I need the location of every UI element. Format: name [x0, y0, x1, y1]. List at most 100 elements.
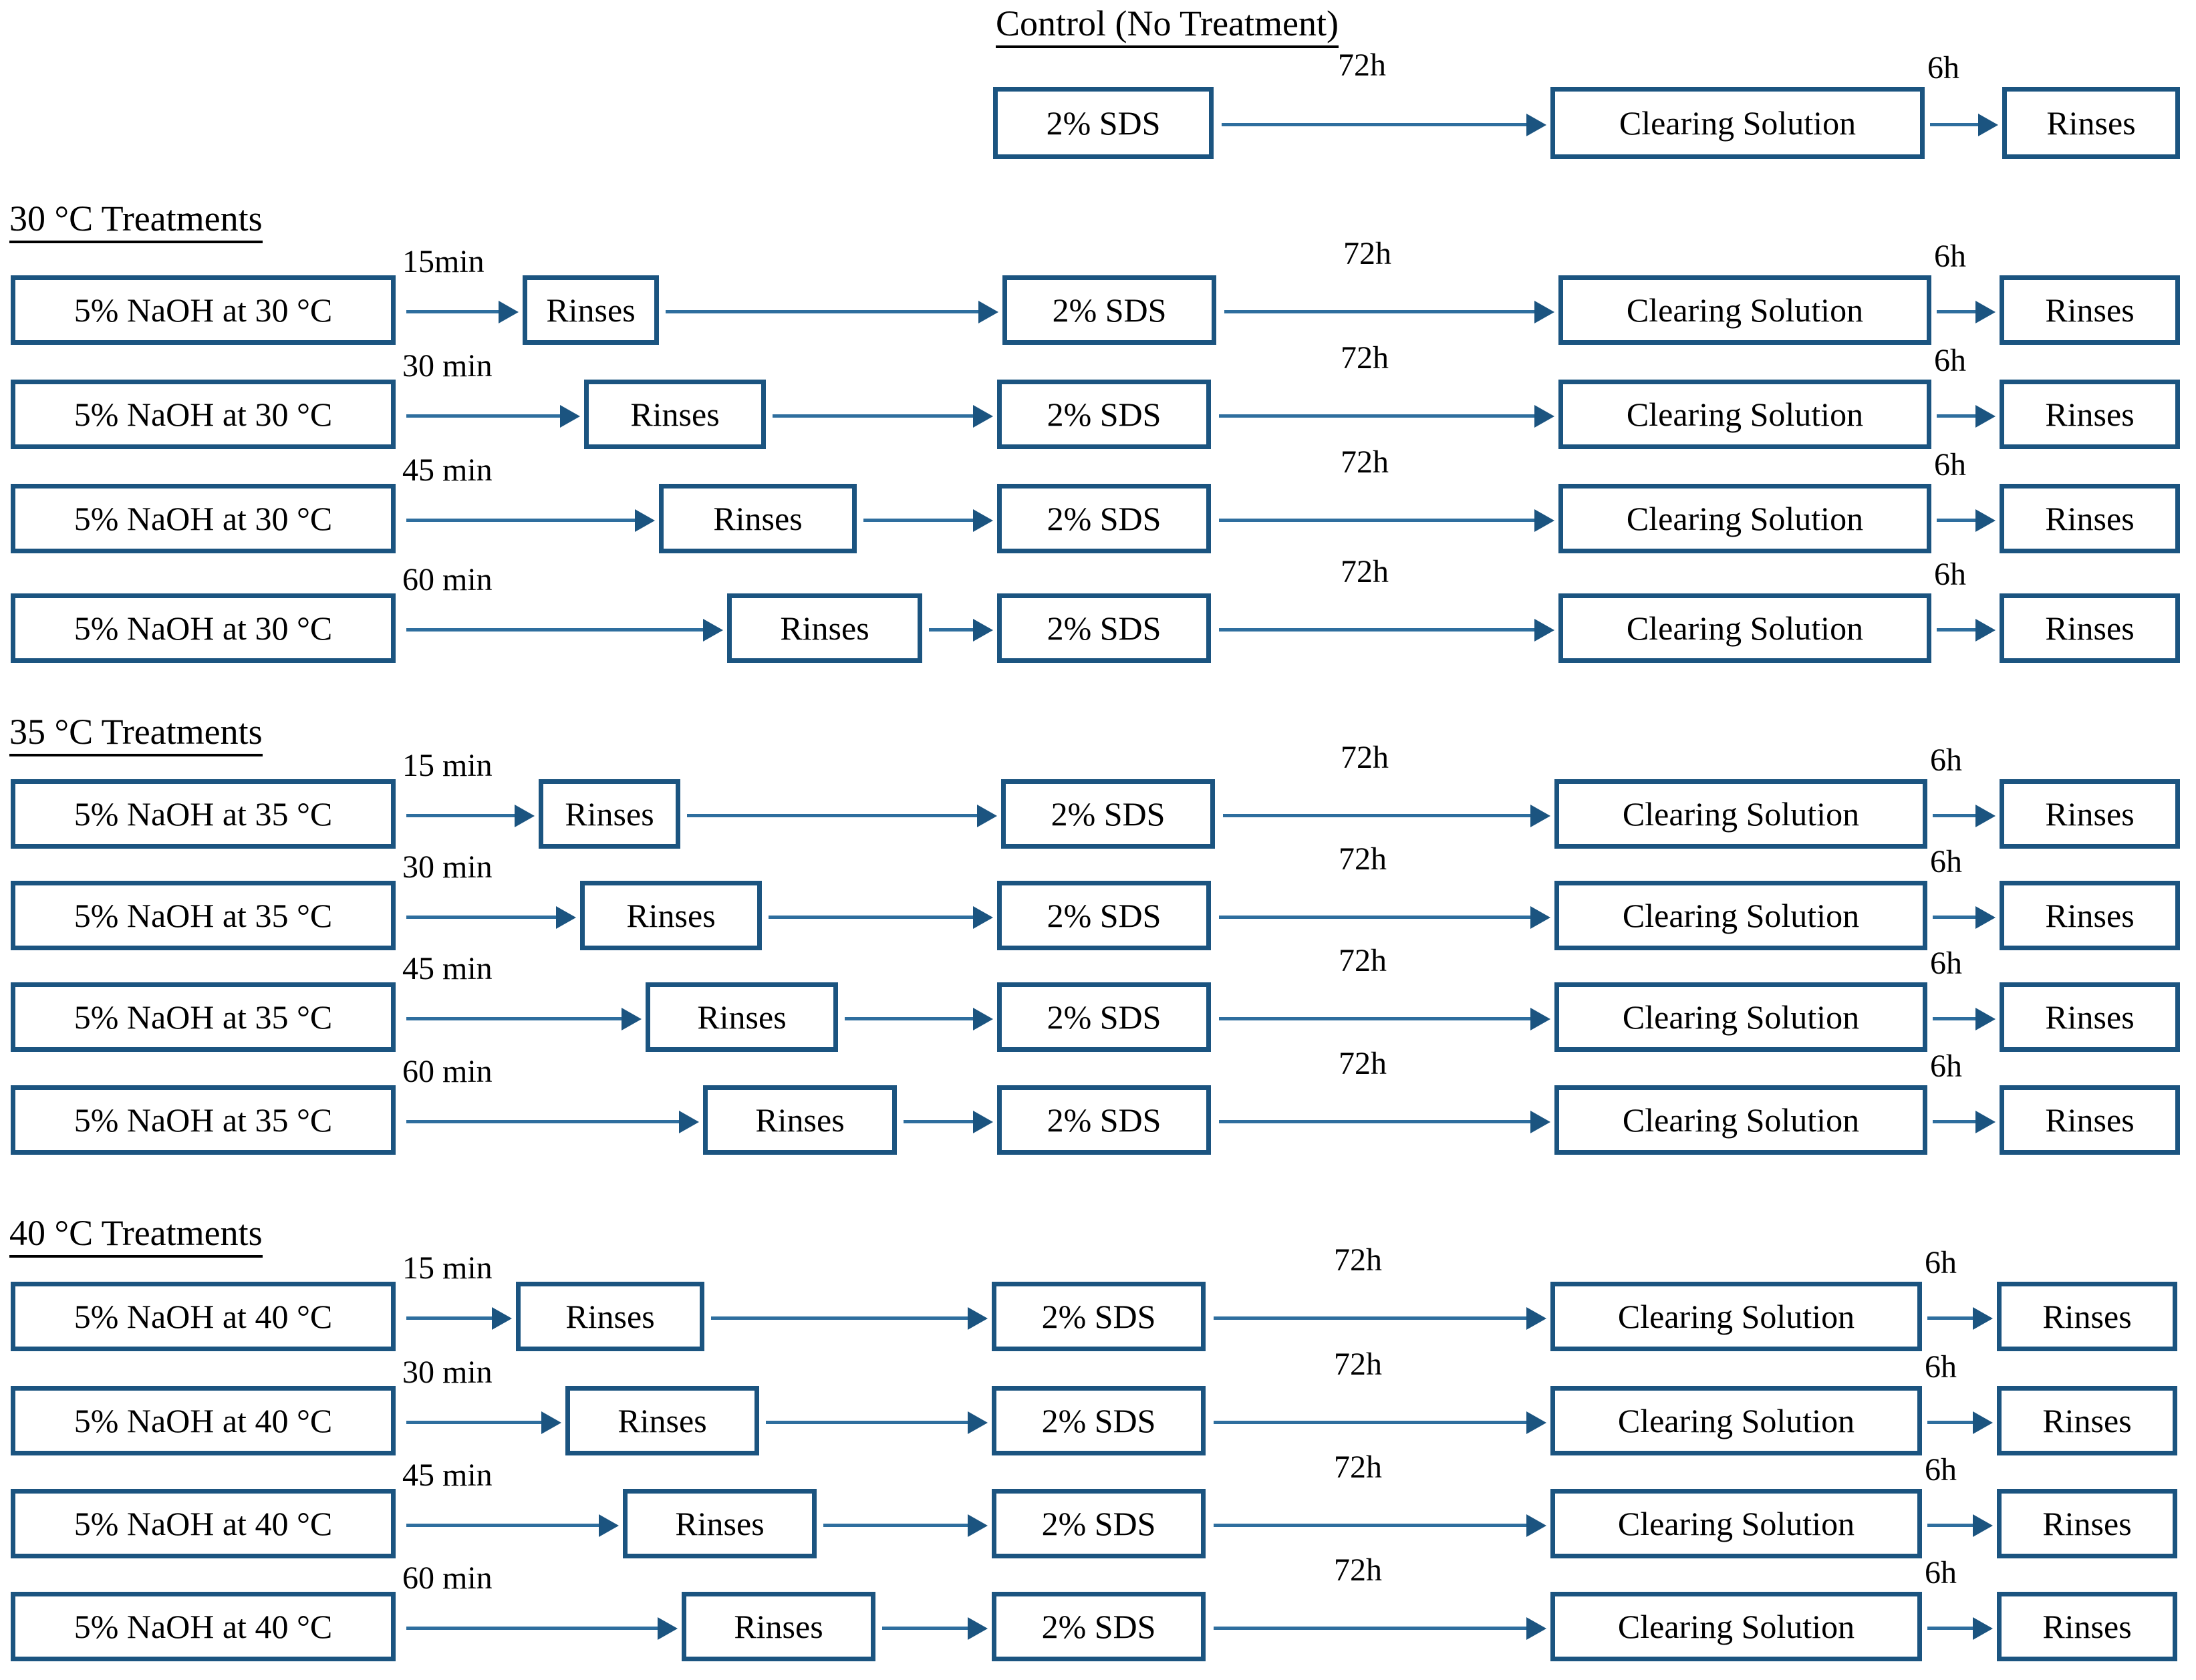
box-final-rinses: Rinses: [2000, 484, 2180, 553]
box-final-rinses: Rinses: [1997, 1386, 2177, 1455]
duration-label-naoh: 60 min: [402, 1054, 493, 1089]
duration-label-clearing: 6h: [1925, 1555, 1957, 1590]
box-clearing-solution: Clearing Solution: [1550, 87, 1925, 159]
box-rinses: Rinses: [682, 1592, 875, 1661]
duration-label-clearing: 6h: [1934, 343, 1966, 378]
box-clearing-solution: Clearing Solution: [1550, 1386, 1922, 1455]
box-naoh: 5% NaOH at 40 °C: [11, 1592, 396, 1661]
box-clearing-solution: Clearing Solution: [1558, 275, 1931, 345]
box-sds: 2% SDS: [1002, 275, 1216, 345]
duration-label-sds: 72h: [1341, 340, 1389, 376]
box-clearing-solution: Clearing Solution: [1558, 380, 1931, 449]
box-final-rinses: Rinses: [2000, 593, 2180, 663]
box-rinses: Rinses: [703, 1085, 897, 1155]
box-sds: 2% SDS: [992, 1386, 1206, 1455]
box-sds: 2% SDS: [997, 380, 1211, 449]
duration-label-naoh: 30 min: [402, 849, 493, 885]
box-clearing-solution: Clearing Solution: [1554, 881, 1927, 950]
box-sds: 2% SDS: [997, 982, 1211, 1052]
box-naoh: 5% NaOH at 40 °C: [11, 1386, 396, 1455]
box-naoh: 5% NaOH at 30 °C: [11, 484, 396, 553]
duration-label-sds: 72h: [1338, 47, 1386, 83]
duration-label-clearing: 6h: [1930, 1048, 1962, 1084]
duration-label-clearing: 6h: [1925, 1452, 1957, 1488]
box-final-rinses: Rinses: [1997, 1282, 2177, 1351]
box-naoh: 5% NaOH at 35 °C: [11, 779, 396, 849]
box-final-rinses: Rinses: [2000, 982, 2180, 1052]
box-naoh: 5% NaOH at 30 °C: [11, 593, 396, 663]
duration-label-clearing: 6h: [1934, 557, 1966, 592]
box-final-rinses: Rinses: [2000, 1085, 2180, 1155]
duration-label-sds: 72h: [1339, 1046, 1387, 1081]
box-final-rinses: Rinses: [1997, 1592, 2177, 1661]
duration-label-naoh: 60 min: [402, 1560, 493, 1596]
box-naoh: 5% NaOH at 35 °C: [11, 881, 396, 950]
duration-label-sds: 72h: [1341, 444, 1389, 480]
box-rinses: Rinses: [646, 982, 838, 1052]
duration-label-sds: 72h: [1343, 236, 1391, 271]
box-rinses: Rinses: [623, 1489, 817, 1558]
box-sds: 2% SDS: [992, 1282, 1206, 1351]
box-clearing-solution: Clearing Solution: [1550, 1489, 1922, 1558]
box-final-rinses: Rinses: [2000, 881, 2180, 950]
section-title-t40: 40 °C Treatments: [9, 1215, 263, 1258]
duration-label-sds: 72h: [1334, 1552, 1382, 1588]
box-rinses: Rinses: [539, 779, 680, 849]
box-sds: 2% SDS: [1001, 779, 1215, 849]
duration-label-clearing: 6h: [1925, 1349, 1957, 1385]
duration-label-naoh: 60 min: [402, 562, 493, 597]
box-final-rinses: Rinses: [2000, 380, 2180, 449]
box-clearing-solution: Clearing Solution: [1554, 779, 1927, 849]
section-title-t30: 30 °C Treatments: [9, 200, 263, 243]
box-sds: 2% SDS: [992, 1592, 1206, 1661]
duration-label-naoh: 30 min: [402, 1355, 493, 1390]
section-title-t35: 35 °C Treatments: [9, 714, 263, 756]
duration-label-sds: 72h: [1334, 1347, 1382, 1382]
duration-label-sds: 72h: [1339, 841, 1387, 877]
box-clearing-solution: Clearing Solution: [1554, 982, 1927, 1052]
box-sds: 2% SDS: [992, 1489, 1206, 1558]
duration-label-naoh: 45 min: [402, 951, 493, 986]
box-final-rinses: Rinses: [2000, 779, 2180, 849]
duration-label-naoh: 45 min: [402, 1457, 493, 1493]
box-naoh: 5% NaOH at 40 °C: [11, 1489, 396, 1558]
duration-label-naoh: 15 min: [402, 748, 493, 783]
duration-label-sds: 72h: [1339, 943, 1387, 978]
duration-label-naoh: 30 min: [402, 348, 493, 384]
box-clearing-solution: Clearing Solution: [1554, 1085, 1927, 1155]
box-rinses: Rinses: [727, 593, 922, 663]
box-final-rinses: Rinses: [2002, 87, 2180, 159]
box-rinses: Rinses: [659, 484, 857, 553]
box-clearing-solution: Clearing Solution: [1550, 1592, 1922, 1661]
box-clearing-solution: Clearing Solution: [1550, 1282, 1922, 1351]
duration-label-naoh: 45 min: [402, 452, 493, 488]
box-rinses: Rinses: [584, 380, 766, 449]
duration-label-clearing: 6h: [1925, 1245, 1957, 1280]
box-naoh: 5% NaOH at 35 °C: [11, 982, 396, 1052]
box-clearing-solution: Clearing Solution: [1558, 484, 1931, 553]
box-sds: 2% SDS: [997, 881, 1211, 950]
box-sds: 2% SDS: [997, 1085, 1211, 1155]
duration-label-naoh: 15min: [402, 244, 485, 279]
duration-label-clearing: 6h: [1930, 742, 1962, 778]
duration-label-clearing: 6h: [1934, 239, 1966, 274]
box-rinses: Rinses: [516, 1282, 704, 1351]
duration-label-sds: 72h: [1334, 1242, 1382, 1278]
box-rinses: Rinses: [523, 275, 659, 345]
section-title-control: Control (No Treatment): [996, 5, 1339, 48]
duration-label-clearing: 6h: [1930, 946, 1962, 981]
duration-label-sds: 72h: [1334, 1449, 1382, 1485]
duration-label-clearing: 6h: [1930, 844, 1962, 879]
duration-label-clearing: 6h: [1934, 447, 1966, 482]
box-sds: 2% SDS: [997, 593, 1211, 663]
duration-label-sds: 72h: [1341, 554, 1389, 589]
box-naoh: 5% NaOH at 40 °C: [11, 1282, 396, 1351]
box-naoh: 5% NaOH at 30 °C: [11, 275, 396, 345]
box-sds: 2% SDS: [997, 484, 1211, 553]
duration-label-sds: 72h: [1341, 740, 1389, 775]
box-naoh: 5% NaOH at 30 °C: [11, 380, 396, 449]
box-final-rinses: Rinses: [1997, 1489, 2177, 1558]
box-naoh: 5% NaOH at 35 °C: [11, 1085, 396, 1155]
duration-label-clearing: 6h: [1927, 50, 1959, 86]
